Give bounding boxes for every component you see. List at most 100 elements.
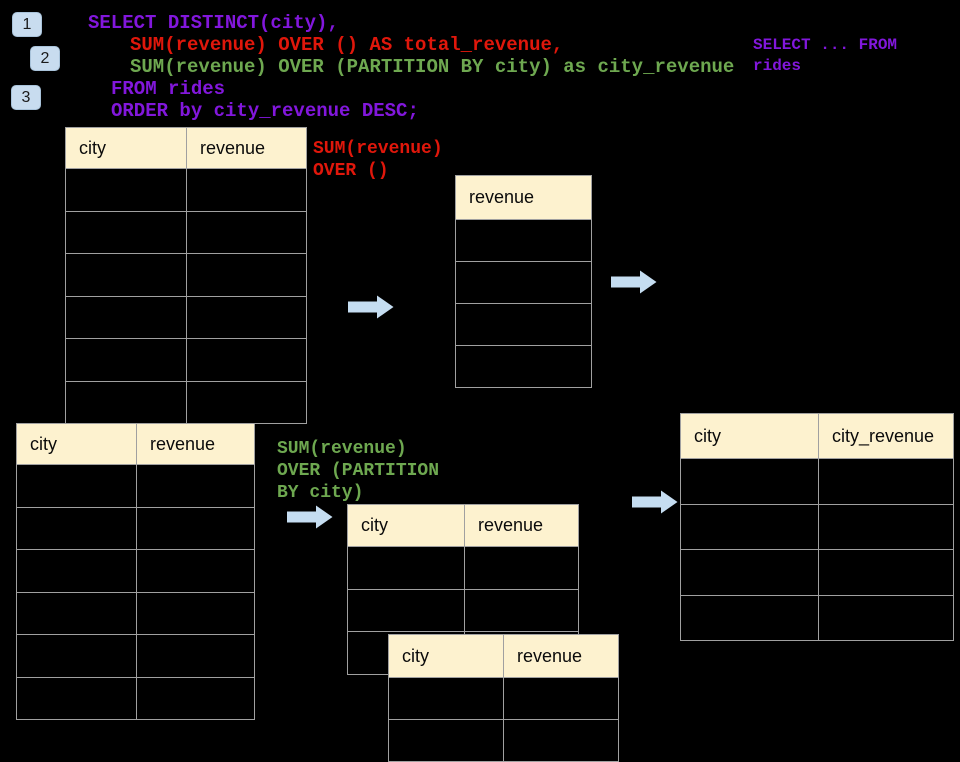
table-cell — [136, 550, 254, 592]
table-cell — [503, 720, 618, 761]
table-row — [66, 338, 306, 381]
arrow-right-icon — [632, 490, 678, 514]
table-row — [348, 588, 578, 632]
table-row — [456, 303, 591, 345]
table-cell — [456, 304, 591, 345]
column-header-city: city — [402, 645, 429, 666]
table-row — [681, 594, 953, 641]
column-header-revenue: revenue — [469, 187, 535, 207]
table-cell — [17, 550, 136, 592]
table-cell — [186, 381, 306, 423]
table-cell — [456, 220, 591, 261]
arrow-right-icon — [287, 505, 333, 529]
table-row — [17, 464, 254, 507]
table-row — [348, 546, 578, 589]
table-row — [389, 719, 618, 761]
table-cell — [186, 169, 306, 211]
step-badge-2: 2 — [30, 46, 60, 71]
sql-line-sum-over: SUM(revenue) OVER () AS total_revenue, — [130, 34, 564, 56]
label-partition-line1: SUM(revenue) — [277, 439, 407, 459]
table-row — [66, 295, 306, 339]
table-cell — [66, 212, 186, 254]
table-cell — [464, 547, 578, 589]
step-badge-1: 1 — [12, 12, 42, 37]
table-cell — [136, 592, 254, 634]
table-header-row: city revenue — [17, 424, 254, 464]
table-cell — [17, 593, 136, 635]
table-cell — [456, 346, 591, 387]
column-header-city: city — [79, 137, 106, 158]
table-cell — [503, 678, 618, 719]
table-cell — [66, 297, 186, 339]
table-total-revenue: revenue — [455, 175, 592, 388]
table-source-top: city revenue — [65, 127, 307, 424]
note-select-from: SELECT ... FROM — [753, 36, 898, 54]
table-cell — [818, 550, 953, 595]
table-cell — [186, 211, 306, 253]
table-row — [66, 380, 306, 424]
table-cell — [136, 465, 254, 507]
table-row — [456, 345, 591, 387]
sql-line-select: SELECT DISTINCT(city), — [88, 12, 339, 34]
arrow-shape — [348, 295, 394, 319]
table-row — [389, 677, 618, 719]
table-cell — [66, 254, 186, 296]
arrow-shape — [287, 505, 333, 529]
table-header-row: city revenue — [348, 505, 578, 546]
table-cell — [66, 339, 186, 381]
table-cell — [464, 589, 578, 632]
column-header-revenue: revenue — [136, 424, 254, 464]
label-partition-line2: OVER (PARTITION — [277, 461, 440, 481]
table-header-row: revenue — [456, 176, 591, 219]
table-row — [456, 219, 591, 261]
step-badge-3: 3 — [11, 85, 41, 110]
sql-line-from: FROM rides — [111, 78, 226, 100]
table-cell — [17, 678, 136, 720]
sql-line-partition: SUM(revenue) OVER (PARTITION BY city) as… — [130, 56, 735, 78]
table-cell — [456, 262, 591, 303]
table-cell — [136, 507, 254, 549]
table-cell — [17, 465, 136, 507]
table-row — [17, 591, 254, 635]
table-cell — [348, 547, 464, 589]
table-cell — [681, 459, 818, 504]
table-cell — [818, 459, 953, 504]
table-cell — [17, 635, 136, 677]
column-header-city: city — [694, 425, 721, 446]
arrow-right-icon — [611, 270, 657, 294]
table-cell — [136, 635, 254, 677]
table-cell — [681, 596, 818, 641]
label-sum-over-line1: SUM(revenue) — [313, 139, 443, 159]
table-cell — [186, 254, 306, 296]
table-cell — [66, 382, 186, 424]
table-row — [681, 549, 953, 595]
table-cell — [348, 590, 464, 632]
column-header-revenue: revenue — [464, 505, 578, 546]
arrow-shape — [611, 270, 657, 294]
table-row — [17, 634, 254, 677]
table-cell — [818, 504, 953, 549]
label-sum-over-line2: OVER () — [313, 161, 389, 181]
table-row — [17, 506, 254, 549]
table-partition-mid: city revenue — [347, 504, 579, 676]
table-row — [681, 458, 953, 504]
table-header-row: city city_revenue — [681, 414, 953, 458]
table-row — [17, 549, 254, 592]
table-partition-overlap: city revenue — [388, 634, 619, 762]
table-row — [456, 261, 591, 303]
arrow-shape — [632, 490, 678, 514]
column-header-revenue: revenue — [186, 128, 306, 168]
column-header-city: city — [30, 433, 57, 454]
table-row — [66, 168, 306, 211]
sql-line-order-by: ORDER by city_revenue DESC; — [111, 100, 419, 122]
arrow-right-icon — [348, 295, 394, 319]
column-header-city: city — [361, 515, 388, 535]
column-header-revenue: revenue — [503, 635, 618, 677]
table-cell — [66, 169, 186, 211]
table-cell — [681, 505, 818, 550]
note-rides: rides — [753, 57, 802, 75]
table-result: city city_revenue — [680, 413, 954, 641]
label-partition-line3: BY city) — [277, 483, 364, 503]
table-source-bottom: city revenue — [16, 423, 255, 720]
table-cell — [186, 296, 306, 338]
